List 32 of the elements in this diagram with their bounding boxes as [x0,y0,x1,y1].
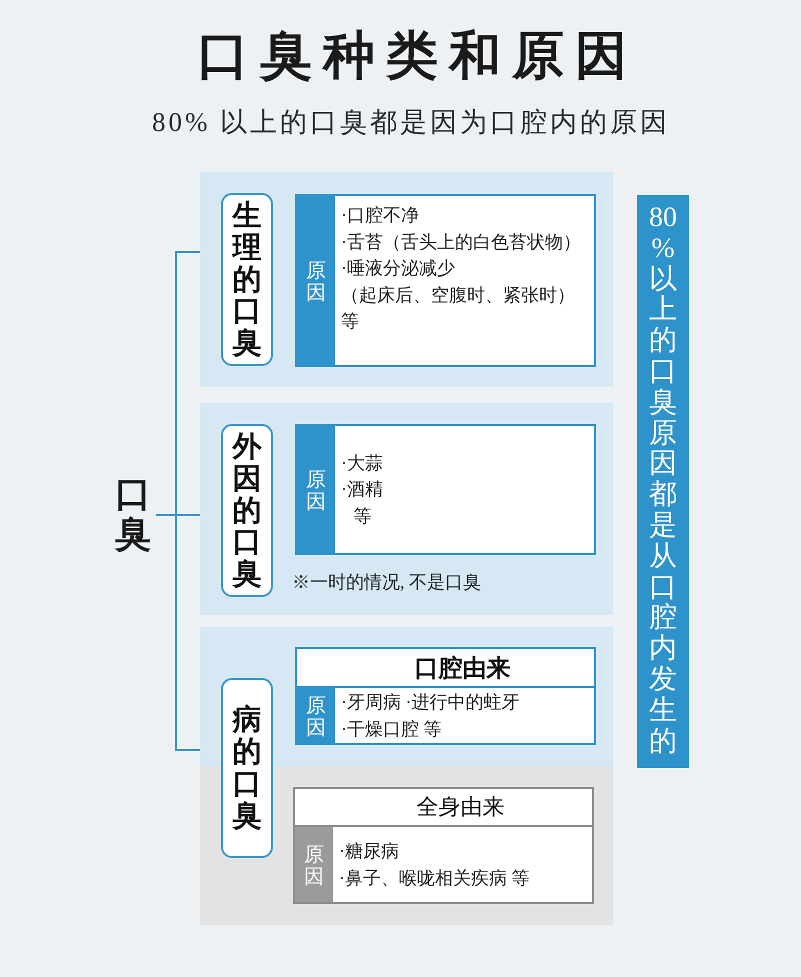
cause-item: ·舌苔（舌头上的白色苔状物） [341,230,581,254]
reason-card [295,424,596,555]
cause-item: 等 [341,310,359,333]
reason-tag: 原因 [297,426,335,553]
reason-card [293,787,594,904]
reason-tag: 原因 [297,688,335,743]
category-pill: 病的口臭 [221,678,273,858]
reason-tag: 原因 [295,827,333,902]
cause-item: ·糖尿病 [339,840,399,863]
cause-item: ·牙周病 ·进行中的蛀牙 [341,691,520,714]
topic-label: 口臭 [110,474,156,556]
title: 口臭种类和原因 [197,27,638,87]
side-banner: 80%以上的口臭原因都是从口腔内发生的 [637,195,689,768]
cause-item: ·鼻子、喉咙相关疾病 等 [339,866,530,890]
category-band [200,403,613,615]
subtitle: 80% 以上的口臭都是因为口腔内的原因 [152,106,670,139]
cause-item: ·唾液分泌减少 [341,257,455,280]
cause-item: 等 [352,504,372,528]
cause-item: （起床后、空腹时、紧张时） [341,284,575,306]
category-pill: 外因的口臭 [221,424,273,597]
cause-item: ·口腔不净 [341,204,419,227]
cause-item: ·大蒜 [341,452,383,475]
category-band [200,172,613,387]
footnote: ※一时的情况, 不是口臭 [292,571,481,594]
reason-card [295,647,596,745]
category-pill: 生理的口臭 [221,193,273,366]
bracket-line [156,514,200,751]
cause-item: ·干燥口腔 等 [341,718,442,740]
category-band [200,627,613,925]
cause-item: ·酒精 [341,478,383,502]
reason-card [295,194,596,367]
reason-tag: 原因 [297,196,335,365]
